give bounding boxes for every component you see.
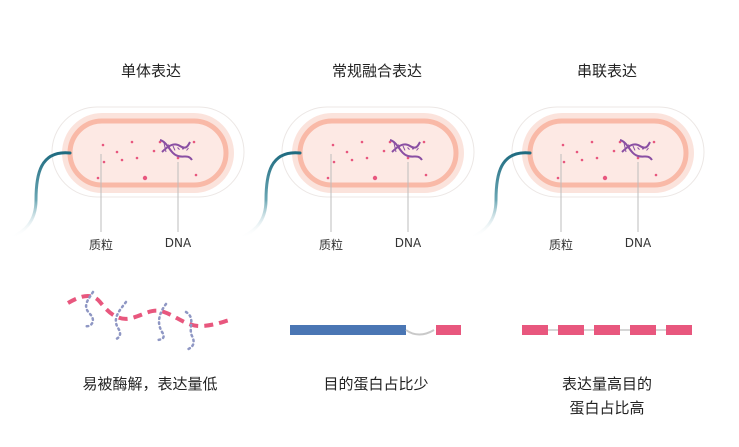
title-monomer-expression: 单体表达 (120, 62, 181, 80)
dna-rung (637, 147, 640, 150)
plasmid-dot (652, 140, 656, 144)
dna-label: DNA (164, 236, 192, 250)
dna-rung (186, 147, 189, 151)
plasmid-dot (350, 158, 354, 162)
flagellum (468, 151, 532, 240)
plasmid-dot (345, 150, 349, 154)
plasmid-dot (602, 175, 608, 181)
plasmid-dot (422, 140, 426, 144)
plasmid-dot (326, 176, 330, 180)
tandem-peptide-unit (630, 325, 656, 335)
plasmid-dot (135, 156, 139, 160)
plasmid-dot (636, 156, 640, 160)
plasmid-dot (562, 160, 566, 164)
plasmid-dot (120, 158, 124, 162)
dna-label: DNA (394, 236, 422, 250)
plasmid-label: 质粒 (318, 238, 343, 252)
plasmid-dot (618, 140, 622, 144)
caption-monomer: 易被酶解，表达量低 (40, 372, 260, 396)
plasmid-dot (590, 140, 594, 144)
dna-strand (391, 141, 421, 153)
dna-rung (398, 144, 401, 152)
plasmid-dot (365, 156, 369, 160)
dna-strand (621, 141, 651, 153)
dna-rung (632, 145, 636, 151)
plasmid-dot (388, 140, 392, 144)
dna-rung (163, 142, 167, 153)
dna-rung (168, 144, 171, 152)
peptide-fragment (112, 300, 128, 342)
plasmid-dot (130, 140, 134, 144)
dna-rung (646, 147, 649, 151)
plasmid-dot (96, 176, 100, 180)
caption-line: 易被酶解，表达量低 (82, 375, 218, 393)
plasmid-dot (612, 149, 616, 153)
degraded-peptide (66, 294, 231, 329)
plasmid-dot (192, 140, 196, 144)
peptide-fragment (154, 302, 168, 342)
plasmid-dot (332, 160, 336, 164)
dna-rung (623, 142, 627, 153)
plasmid-dot (102, 160, 106, 164)
dna-rung (177, 147, 180, 150)
plasmid-dot (115, 150, 119, 154)
plasmid-dot (595, 156, 599, 160)
plasmid-dot (101, 143, 105, 147)
plasmid-dot (194, 173, 198, 177)
title-fusion-expression: 常规融合表达 (331, 62, 422, 80)
plasmid-dot (152, 149, 156, 153)
plasmid-dot (556, 176, 560, 180)
dna-strand (159, 139, 193, 161)
dna-rung (407, 147, 410, 150)
dna-rung (172, 145, 176, 151)
dna-rung (628, 144, 631, 152)
plasmid-dot (580, 158, 584, 162)
plasmid-dot (424, 173, 428, 177)
caption-line: 蛋白占比高 (569, 399, 645, 417)
plasmid-label: 质粒 (548, 238, 573, 252)
plasmid-dot (406, 156, 410, 160)
tandem-peptide-unit (666, 325, 692, 335)
flagellum (238, 151, 302, 240)
flagellum (8, 151, 72, 240)
caption-line: 目的蛋白占比少 (323, 375, 429, 393)
dna-strand (389, 139, 423, 161)
plasmid-dot (561, 143, 565, 147)
caption-tandem: 表达量高目的 蛋白占比高 (497, 372, 717, 420)
plasmid-dot (382, 149, 386, 153)
tandem-peptide-unit (522, 325, 548, 335)
plasmid-dot (372, 175, 378, 181)
plasmid-dot (142, 175, 148, 181)
plasmid-dot (158, 140, 162, 144)
plasmid-dot (176, 156, 180, 160)
fusion-carrier-protein (290, 325, 406, 335)
tandem-peptide-unit (558, 325, 584, 335)
plasmid-label: 质粒 (88, 238, 113, 252)
plasmid-dot (331, 143, 335, 147)
peptide-fragment (184, 310, 195, 352)
cell-membrane (67, 118, 229, 188)
dna-strand (161, 141, 191, 153)
plasmid-dot (575, 150, 579, 154)
fusion-linker (405, 329, 435, 336)
plasmid-dot (654, 173, 658, 177)
dna-rung (393, 142, 397, 153)
tandem-peptide-unit (594, 325, 620, 335)
dna-rung (402, 145, 406, 151)
dna-strand (619, 139, 653, 161)
cell-membrane (527, 118, 689, 188)
dna-label: DNA (624, 236, 652, 250)
plasmid-dot (360, 140, 364, 144)
caption-fusion: 目的蛋白占比少 (266, 372, 486, 396)
caption-line: 表达量高目的 (561, 375, 652, 393)
title-tandem-expression: 串联表达 (576, 62, 637, 80)
cell-membrane (297, 118, 459, 188)
fusion-target-peptide (436, 325, 461, 335)
peptide-fragment (82, 290, 95, 328)
dna-rung (416, 147, 419, 151)
